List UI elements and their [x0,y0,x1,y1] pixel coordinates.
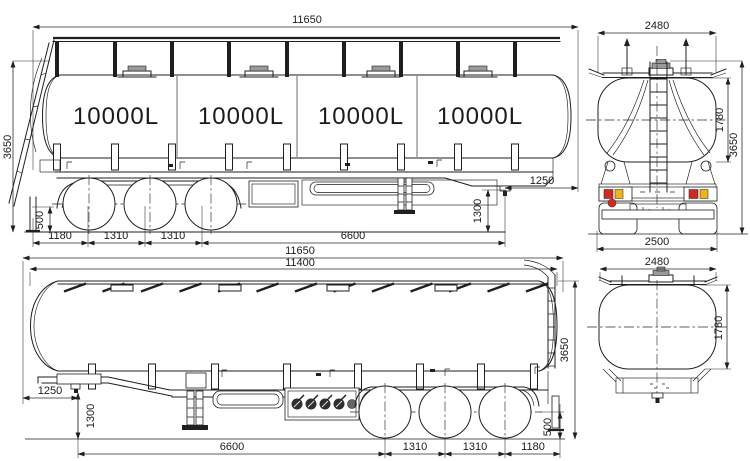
dim-tank-height-rear: 1780 [714,108,726,132]
rear-undercarriage [588,198,748,235]
tail-light-amber-left [614,189,624,199]
compartment-label-1: 10000L [73,103,159,130]
walkway-slats [57,282,549,293]
rail-posts [55,41,517,77]
dim-rear-overhang-bottom: 1180 [521,441,545,453]
wheels-bottom [350,383,542,441]
kingpin-bottom [70,383,81,393]
landing-gear-bottom [182,372,208,430]
tail-light-red-right [688,189,699,199]
dim-overall-height-rear: 3650 [728,133,740,157]
valve-cabinet [284,387,360,421]
dim-kingpin-to-axle-bottom: 6600 [220,441,244,453]
dim-axle-spacing2-bottom: 1310 [463,441,487,453]
kingpin-front [651,392,664,399]
compartment-label-3: 10000L [318,103,404,130]
dim-kingpin-height-bottom: 1300 [85,404,97,428]
dim-axle-spacing2-top: 1310 [161,230,185,242]
dim-axle-spacing1-bottom: 1310 [403,441,427,453]
dim-upper-width-rear: 2480 [645,20,669,32]
toolbox [248,180,299,208]
dim-rear-clearance-bottom: 500 [542,418,554,436]
dim-rear-overhang-top: 1180 [48,230,72,242]
tail-light-red-left [603,189,614,199]
handrail-posts-rear [621,38,692,76]
dim-axle-to-kingpin-top: 6600 [341,230,365,242]
discharge-valves [291,394,357,410]
side-guard [309,181,435,196]
walkway-rear [588,59,727,79]
rear-underrun-bumper [601,209,715,220]
landing-gear [394,177,415,214]
side-guard-bottom [212,390,284,409]
walkway-front [598,266,718,286]
dimensions-rear: 2480 1780 3650 2500 [596,20,745,252]
dimensions-side-bottom: 11650 11400 1250 1300 6600 1310 1310 118… [22,245,579,458]
tail-light-amber-right [699,189,709,199]
tank-support-curves [606,79,711,156]
dim-kingpin-height-top: 1300 [472,199,484,223]
side-view-bottom: 11650 11400 1250 1300 6600 1310 1310 118… [22,245,579,458]
dim-front-to-kingpin-bottom: 1250 [38,385,62,397]
rear-bumper [26,159,61,233]
dim-overall-length-bottom: 11650 [285,245,315,257]
dim-overall-height-top: 3650 [2,135,14,159]
rear-ladder-center [649,61,668,193]
dim-overall-width-rear: 2500 [645,236,669,248]
wheels [52,175,246,234]
front-view: 2480 1780 [587,256,731,403]
manhole-covers [117,65,498,78]
tank-body-bottom [29,280,558,372]
dim-overall-height-bottom: 3650 [559,338,571,362]
reflector-red [607,198,617,208]
dim-rear-clearance-top: 500 [34,211,46,229]
dimensions-side-top: 11650 3650 500 1180 1310 1310 6600 1250 … [2,14,579,247]
dimensions-front: 2480 1780 [599,256,731,370]
tail-lights [598,186,718,202]
dim-tank-height-front: 1780 [713,316,725,340]
dim-overall-length-top: 11650 [292,14,322,26]
discharge-hose [30,57,43,153]
tank-straps [53,143,519,171]
tank-cross-section-front [598,284,717,370]
dim-kingpin-to-front-top: 1250 [530,175,554,187]
compartment-label-2: 10000L [198,103,284,130]
chassis [54,158,554,187]
front-frame [602,368,712,403]
compartment-label-4: 10000L [437,103,523,130]
side-view-top: 10000L 10000L 10000L 10000L [2,14,579,247]
rear-ladder [8,39,55,207]
dim-axle-spacing1-top: 1310 [104,230,128,242]
dim-tank-length-bottom: 11400 [285,257,315,269]
dim-upper-width-front: 2480 [645,256,669,268]
tank-straps-bottom [88,363,538,390]
rear-view: 2480 1780 3650 2500 [586,20,748,252]
